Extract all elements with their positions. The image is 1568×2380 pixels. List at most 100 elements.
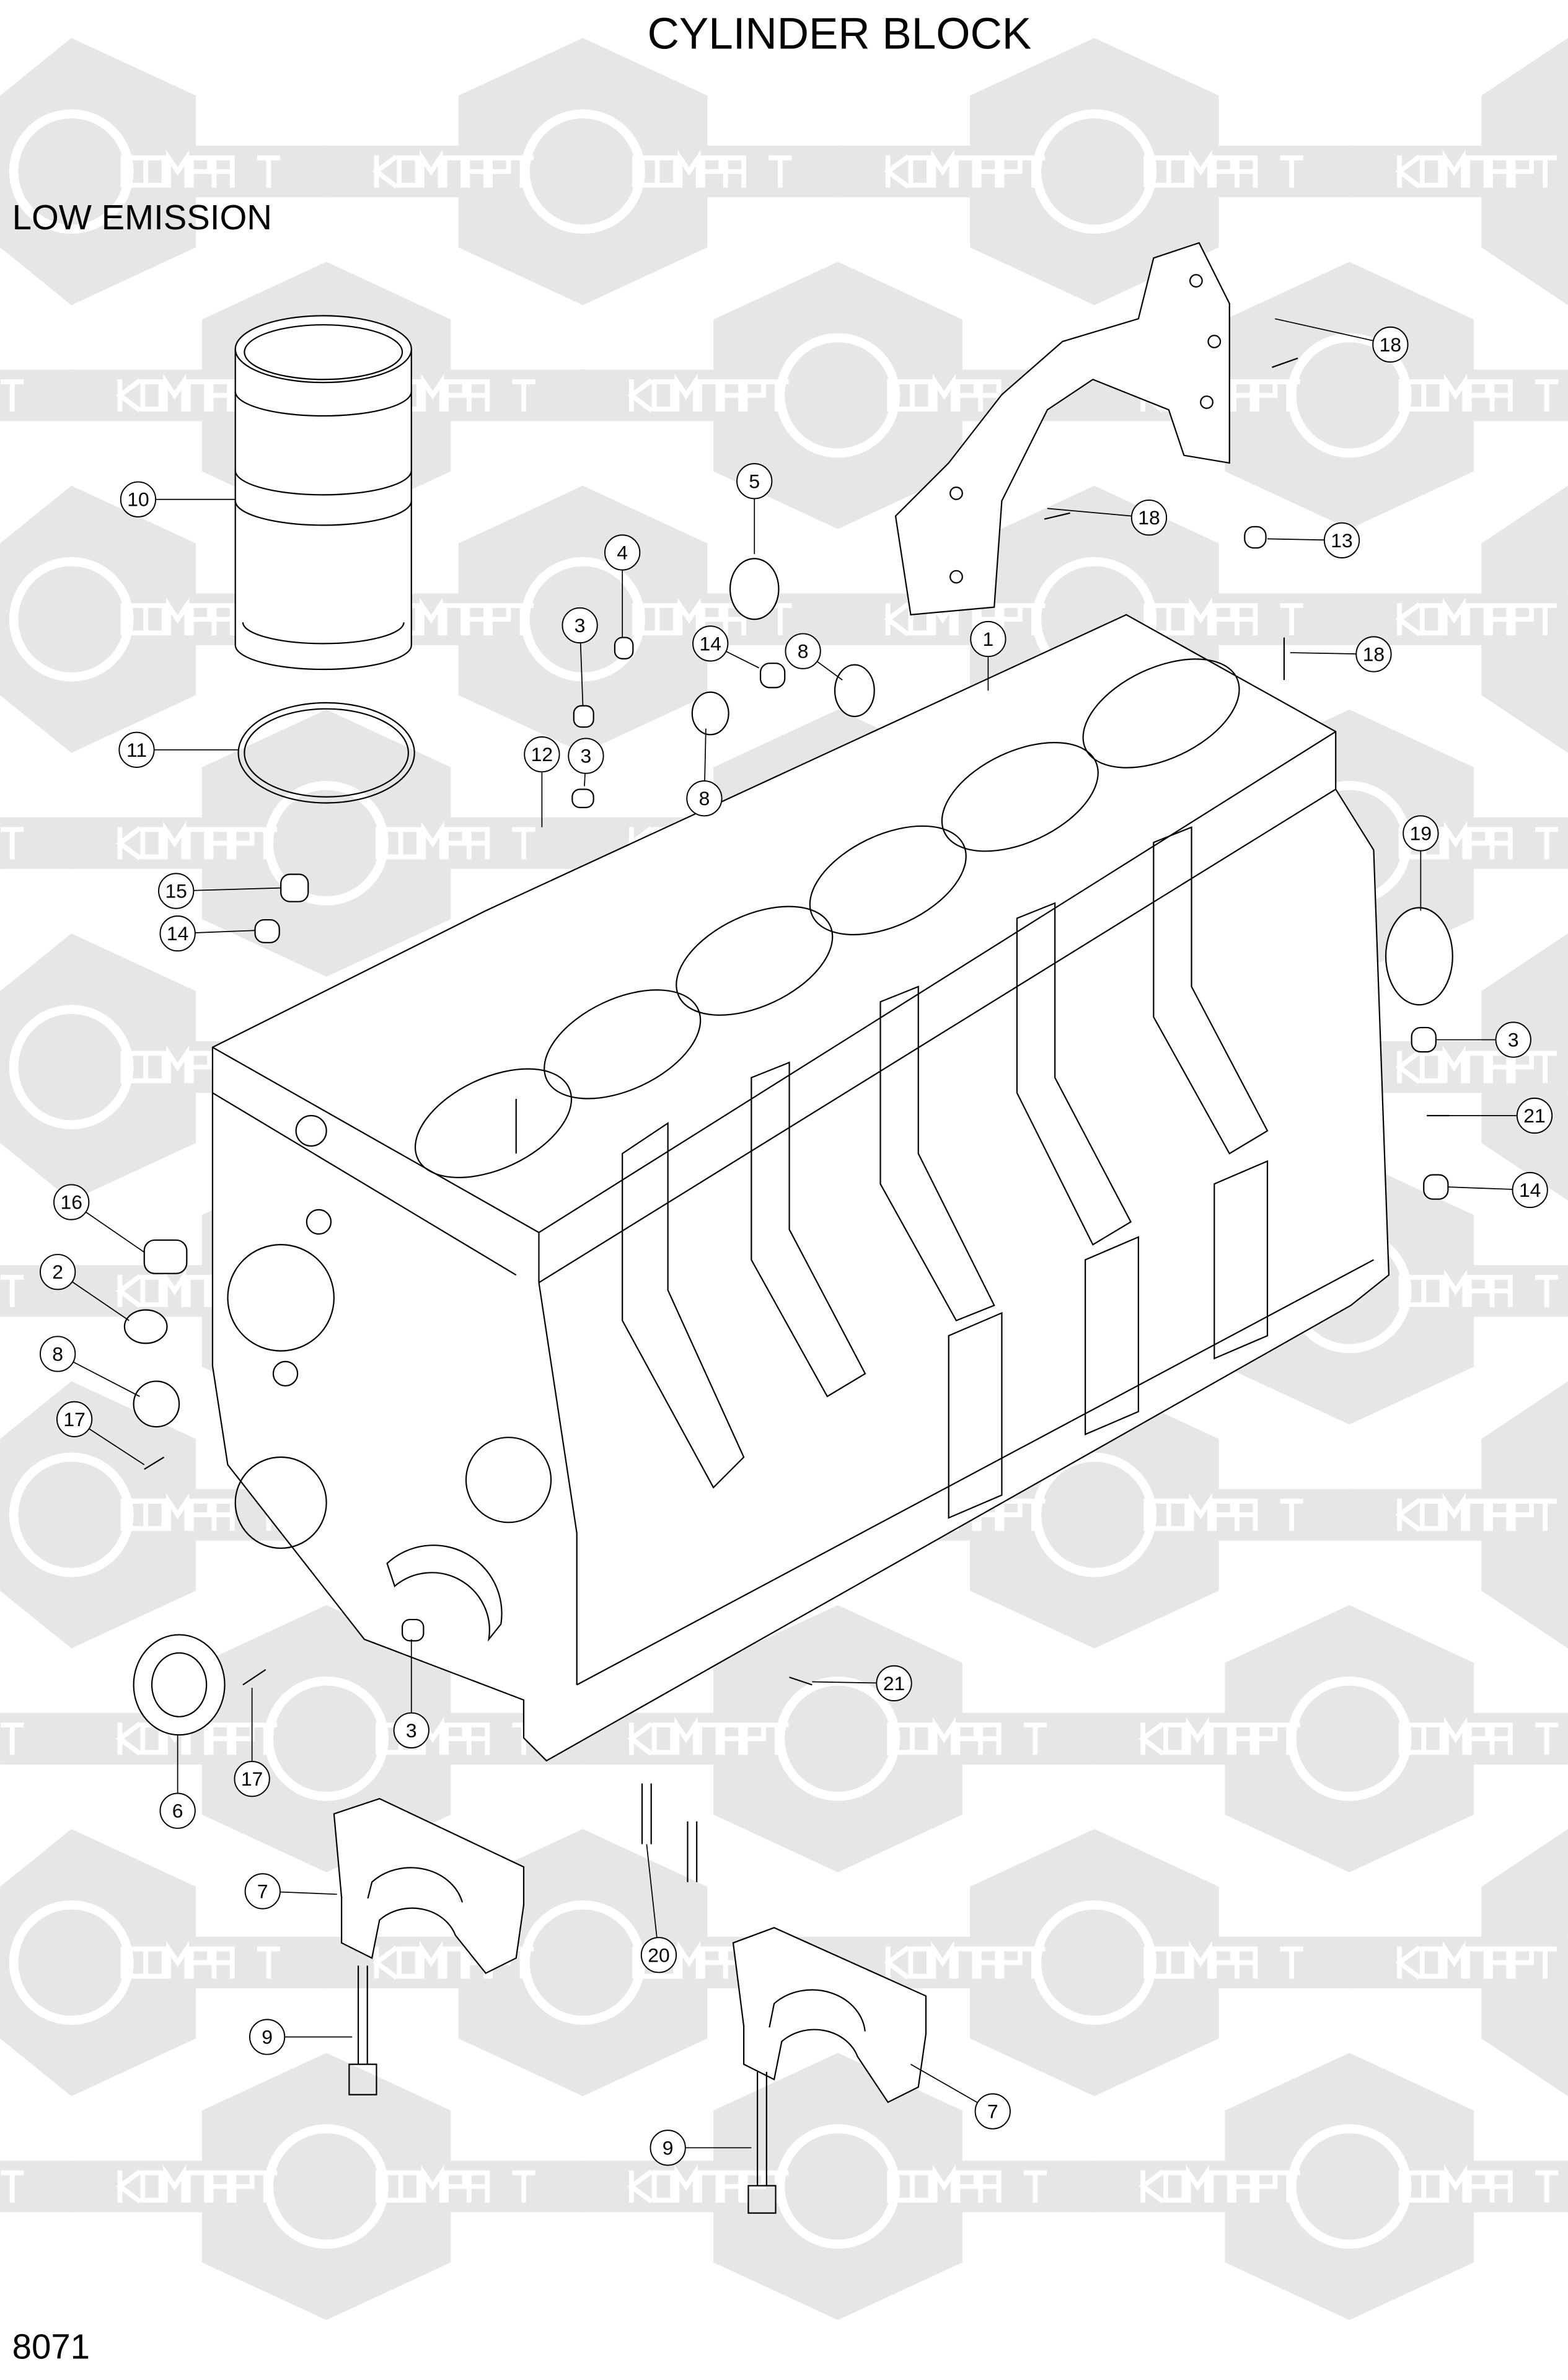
watermark-lettering: [1143, 597, 1303, 636]
callout-number: 11: [126, 739, 147, 761]
watermark-lettering: [1398, 2164, 1559, 2203]
callout-2[interactable]: 2: [40, 1254, 76, 1290]
watermark-lettering: [1143, 149, 1303, 188]
callout-circle: [244, 1873, 281, 1910]
callout-14[interactable]: 14: [159, 915, 196, 952]
cylinder-bore: [544, 989, 702, 1100]
callout-11[interactable]: 11: [118, 731, 155, 768]
callout-circle: [970, 620, 1006, 658]
watermark-lettering: [887, 2164, 1047, 2203]
main-bearing-caps: [333, 1783, 927, 2214]
watermark-lettering: [1398, 821, 1559, 860]
watermark-logo: [836, 38, 1353, 306]
watermark-lettering: [1398, 1269, 1559, 1307]
callout-17[interactable]: 17: [56, 1401, 93, 1437]
watermark-lettering: [884, 149, 1046, 189]
callout-number: 17: [241, 1768, 263, 1790]
callout-number: 21: [1523, 1104, 1545, 1127]
callout-21[interactable]: 21: [1516, 1097, 1553, 1134]
callout-1[interactable]: 1: [970, 620, 1006, 658]
watermark-logo: [0, 817, 73, 870]
callout-circle: [1403, 815, 1439, 852]
callout-circle: [686, 780, 723, 817]
watermark-logo: [0, 1829, 330, 2097]
callout-10[interactable]: 10: [120, 481, 157, 518]
callout-4[interactable]: 4: [604, 534, 641, 571]
leader-line: [646, 1844, 659, 1955]
callout-13[interactable]: 13: [1323, 522, 1360, 558]
callout-circle: [393, 1712, 429, 1748]
callout-number: 2: [52, 1261, 63, 1283]
callout-14[interactable]: 14: [1512, 1171, 1548, 1209]
callout-3[interactable]: 3: [568, 738, 604, 774]
callout-20[interactable]: 20: [640, 1937, 677, 1973]
callout-18[interactable]: 18: [1372, 326, 1409, 363]
callout-3[interactable]: 3: [1495, 1021, 1531, 1058]
callout-number: 7: [257, 1880, 268, 1902]
callout-number: 7: [987, 2100, 998, 2123]
watermark-lettering: [1143, 1941, 1303, 1979]
callout-circle: [1516, 1097, 1553, 1134]
callout-7[interactable]: 7: [244, 1873, 281, 1910]
watermark-lettering: [1, 379, 24, 412]
callout-number: 8: [699, 787, 710, 809]
callout-circle: [736, 463, 773, 500]
callout-circle: [1372, 326, 1409, 363]
watermark-logo: [1347, 1829, 1568, 2097]
watermark-logo: [0, 369, 73, 421]
callout-8[interactable]: 8: [40, 1336, 76, 1372]
watermark-lettering: [1143, 1493, 1303, 1532]
callout-9[interactable]: 9: [650, 2130, 686, 2166]
callout-circle: [40, 1336, 76, 1372]
callout-16[interactable]: 16: [53, 1184, 90, 1220]
callout-8[interactable]: 8: [686, 780, 723, 817]
watermark-lettering: [1395, 1493, 1557, 1532]
callout-number: 9: [262, 2026, 273, 2048]
callout-circle: [562, 607, 598, 644]
callout-number: 8: [52, 1342, 63, 1365]
watermark-lettering: [627, 1717, 789, 1756]
callout-21[interactable]: 21: [876, 1665, 912, 1702]
callout-circle: [159, 915, 196, 952]
callout-number: 5: [749, 470, 760, 492]
watermark-logo: [0, 1712, 73, 1765]
watermark-logo: [1347, 933, 1568, 1201]
o-ring: [237, 702, 415, 804]
callout-circle: [249, 2019, 286, 2055]
rear-plate: [894, 242, 1230, 616]
cylinder-bore: [941, 742, 1099, 852]
callout-12[interactable]: 12: [524, 736, 560, 773]
watermark-lettering: [120, 149, 281, 188]
diagram-title: CYLINDER BLOCK: [648, 9, 1032, 58]
callout-number: 3: [575, 614, 586, 637]
callout-number: 19: [1410, 822, 1432, 844]
callout-3[interactable]: 3: [562, 607, 598, 644]
watermark-lettering: [627, 2164, 789, 2204]
cylinder-bore: [1082, 658, 1240, 769]
watermark-lettering: [375, 2164, 535, 2203]
watermark-lettering: [1, 827, 24, 860]
callout-3[interactable]: 3: [393, 1712, 429, 1748]
callout-15[interactable]: 15: [158, 873, 195, 909]
cylinder-block: [211, 614, 1390, 1762]
callout-number: 3: [1508, 1029, 1519, 1051]
callout-19[interactable]: 19: [1403, 815, 1439, 852]
watermark-logo: [0, 2161, 73, 2213]
callout-circle: [118, 731, 155, 768]
callout-7[interactable]: 7: [974, 2093, 1011, 2130]
callout-circle: [56, 1401, 93, 1437]
callout-9[interactable]: 9: [249, 2019, 286, 2055]
watermark-logo: [1347, 1381, 1568, 1649]
callout-8[interactable]: 8: [785, 633, 821, 669]
callout-number: 17: [63, 1408, 85, 1430]
callout-circle: [640, 1937, 677, 1973]
watermark-lettering: [116, 821, 278, 860]
callout-6[interactable]: 6: [159, 1792, 196, 1829]
callout-18[interactable]: 18: [1130, 499, 1168, 536]
callout-5[interactable]: 5: [736, 463, 773, 500]
callout-17[interactable]: 17: [234, 1761, 270, 1797]
watermark-logo: [579, 2053, 1096, 2320]
callout-number: 13: [1331, 529, 1352, 552]
callout-18[interactable]: 18: [1355, 636, 1392, 672]
callout-14[interactable]: 14: [692, 625, 729, 662]
